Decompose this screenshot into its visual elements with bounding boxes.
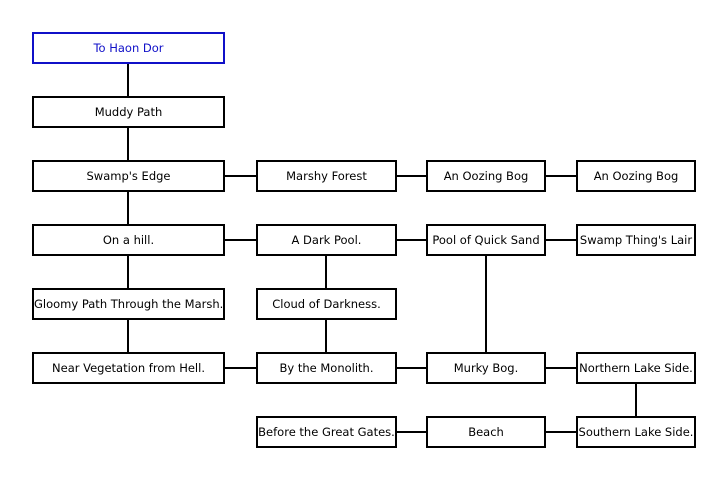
room-beach[interactable]: Beach [426,416,546,448]
room-on-a-hill[interactable]: On a hill. [32,224,225,256]
room-to-haon-dor[interactable]: To Haon Dor [32,32,225,64]
room-oozing-bog[interactable]: An Oozing Bog [426,160,546,192]
room-muddy-path[interactable]: Muddy Path [32,96,225,128]
room-gloomy-path[interactable]: Gloomy Path Through the Marsh. [32,288,225,320]
room-northern-lake-side[interactable]: Northern Lake Side. [576,352,696,384]
room-cloud-of-darkness[interactable]: Cloud of Darkness. [256,288,397,320]
room-southern-lake-side[interactable]: Southern Lake Side. [576,416,696,448]
room-by-the-monolith[interactable]: By the Monolith. [256,352,397,384]
room-swamps-edge[interactable]: Swamp's Edge [32,160,225,192]
room-before-the-great-gates[interactable]: Before the Great Gates. [256,416,397,448]
room-murky-bog[interactable]: Murky Bog. [426,352,546,384]
room-swamp-things-lair[interactable]: Swamp Thing's Lair [576,224,696,256]
room-near-vegetation[interactable]: Near Vegetation from Hell. [32,352,225,384]
room-pool-of-quick-sand[interactable]: Pool of Quick Sand [426,224,546,256]
room-oozing-bog[interactable]: An Oozing Bog [576,160,696,192]
room-dark-pool[interactable]: A Dark Pool. [256,224,397,256]
room-marshy-forest[interactable]: Marshy Forest [256,160,397,192]
